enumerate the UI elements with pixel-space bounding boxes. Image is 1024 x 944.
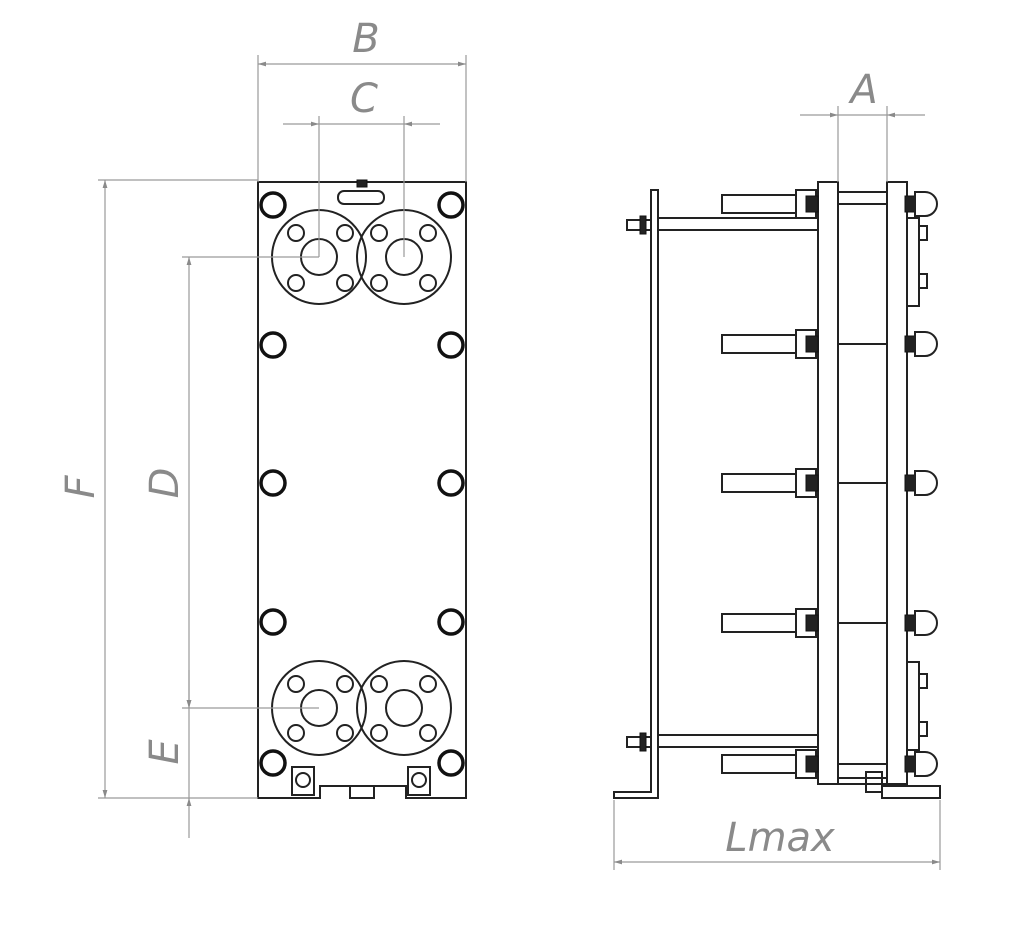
- tie-rod: [721, 749, 938, 779]
- top-slot: [337, 190, 385, 205]
- frame-plate: [613, 189, 659, 799]
- nozzle-flanges: [906, 217, 928, 751]
- label-lmax: Lmax: [725, 815, 835, 861]
- label-a: A: [847, 67, 877, 113]
- label-f: F: [58, 475, 104, 499]
- dimension-d: D: [142, 256, 319, 709]
- tie-rod: [721, 468, 938, 498]
- tie-rod: [721, 608, 938, 638]
- label-d: D: [142, 468, 188, 499]
- dimension-f: F: [58, 179, 258, 799]
- label-c: C: [350, 76, 378, 122]
- feet-nuts: [291, 766, 431, 796]
- front-view: B C F D E: [58, 16, 467, 838]
- base-foot: [838, 771, 941, 799]
- bottom-tab: [349, 785, 375, 799]
- dimension-lmax: Lmax: [613, 800, 941, 870]
- dimension-a: A: [800, 67, 925, 182]
- dimension-e: E: [142, 670, 192, 838]
- dimension-c: C: [283, 76, 440, 257]
- label-e: E: [142, 739, 188, 765]
- tie-rod: [721, 329, 938, 359]
- tie-rods: [721, 189, 938, 779]
- plate-outline: [257, 181, 467, 799]
- bolt-holes: [259, 191, 465, 777]
- flange-bottom-right: [356, 660, 452, 756]
- side-view: A Lmax: [613, 67, 941, 870]
- label-b: B: [352, 16, 379, 62]
- dimension-b: B: [257, 16, 467, 182]
- tie-rod: [721, 189, 938, 219]
